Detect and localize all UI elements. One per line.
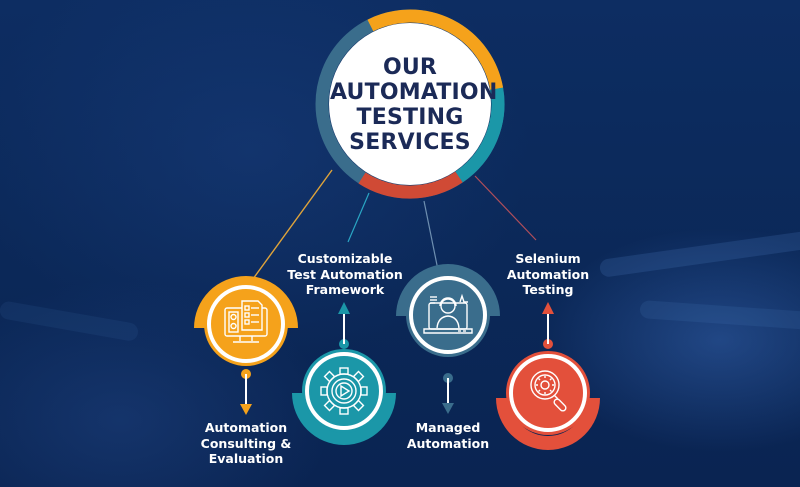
label-line: Consulting &: [200, 435, 292, 451]
service-node-managed: [396, 264, 500, 414]
hub-title-line: TESTING: [356, 105, 464, 130]
gear-play-icon: [320, 367, 368, 415]
label-framework: Customizable Test Automation Framework: [280, 251, 410, 298]
label-line: Testing: [522, 282, 574, 297]
label-managed: Managed Automation: [398, 420, 498, 451]
connector-line-consulting: [244, 169, 333, 291]
connector-line-managed: [423, 200, 439, 271]
checklist-monitor-icon: [224, 300, 268, 343]
label-line: Framework: [305, 282, 385, 297]
label-line: Managed: [415, 420, 481, 435]
label-consulting: Automation Consulting & Evaluation: [186, 420, 306, 467]
hub-circle: [315, 9, 505, 199]
connector-line-selenium: [474, 175, 537, 241]
hub-title-line: SERVICES: [349, 130, 471, 155]
support-agent-laptop-icon: [423, 293, 473, 334]
hub-title-line: OUR: [382, 55, 438, 80]
label-selenium: Selenium Automation Testing: [498, 251, 598, 298]
magnifier-gear-icon: [530, 370, 567, 412]
label-line: Selenium: [515, 251, 581, 266]
hub-title: OUR AUTOMATION TESTING SERVICES: [330, 55, 498, 155]
label-line: Automation: [406, 435, 490, 451]
label-line: Automation: [506, 266, 590, 282]
label-line: Automation: [204, 420, 288, 435]
label-line: Test Automation: [287, 266, 403, 282]
connector-line-framework: [347, 192, 370, 243]
label-line: Customizable: [297, 251, 393, 266]
label-line: Evaluation: [208, 451, 284, 466]
hub-title-line: AUTOMATION: [330, 80, 498, 105]
